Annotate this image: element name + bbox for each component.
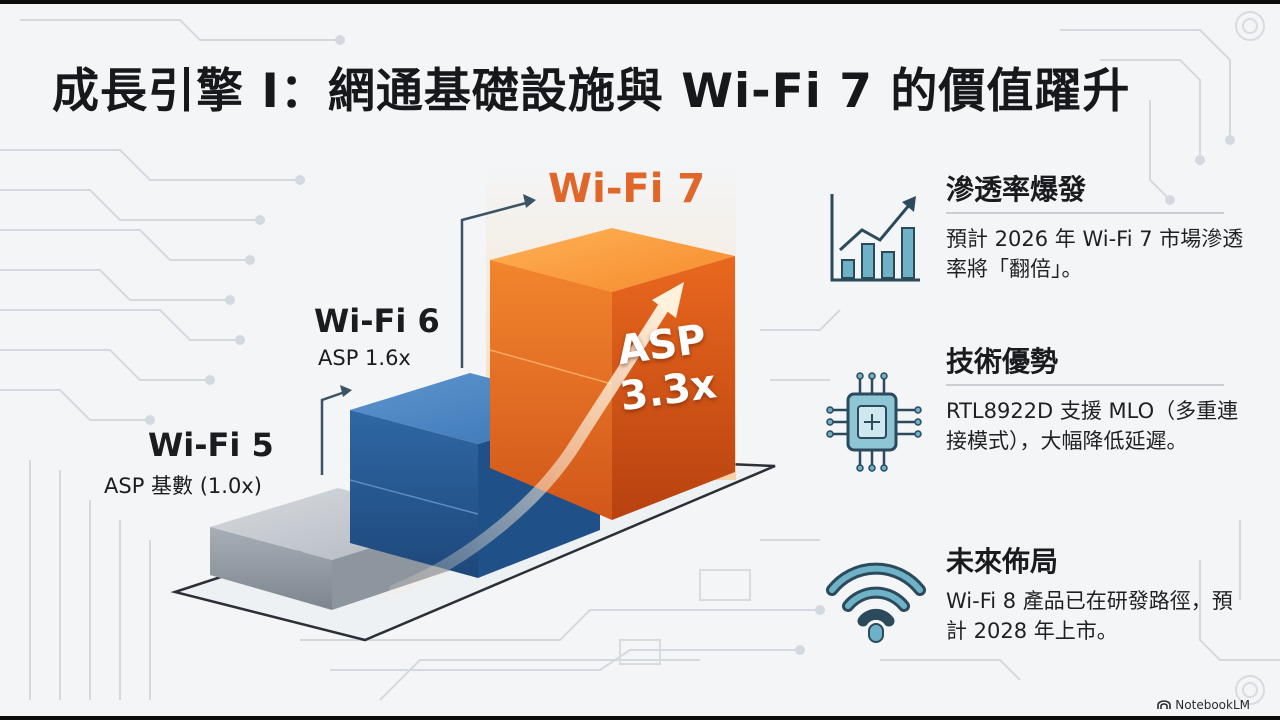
- tier-wifi7-asp: ASP 3.3x: [594, 313, 736, 422]
- panel-heading: 未來佈局: [946, 545, 1059, 578]
- tier-wifi6-name: Wi-Fi 6: [314, 302, 440, 340]
- panel-heading: 滲透率爆發: [946, 173, 1087, 206]
- chart-growth-icon: [830, 194, 920, 282]
- notebooklm-logo-icon: [1157, 700, 1172, 709]
- divider: [946, 384, 1224, 386]
- brand-watermark: NotebookLM: [1157, 698, 1250, 712]
- tier-wifi7-name: Wi-Fi 7: [548, 166, 706, 212]
- wifi-icon: [826, 562, 926, 643]
- panel-body: 預計 2026 年 Wi-Fi 7 市場滲透率將「翻倍」。: [946, 227, 1244, 281]
- brand-name: NotebookLM: [1175, 698, 1250, 712]
- tier-wifi5-name: Wi-Fi 5: [148, 426, 274, 464]
- chip-icon: [826, 372, 922, 472]
- top-border: [0, 0, 1280, 4]
- page-title: 成長引擎 I：網通基礎設施與 Wi-Fi 7 的價值躍升: [52, 64, 1131, 119]
- panel-body: Wi-Fi 8 產品已在研發路徑，預計 2028 年上市。: [946, 589, 1233, 643]
- divider: [946, 212, 1224, 214]
- panel-body: RTL8922D 支援 MLO（多重連接模式），大幅降低延遲。: [946, 399, 1239, 453]
- bottom-border: [0, 716, 1280, 720]
- block-wifi7: [489, 228, 735, 520]
- tier-wifi5-asp: ASP 基數 (1.0x): [104, 474, 262, 498]
- tier-wifi6-asp: ASP 1.6x: [318, 346, 411, 370]
- panel-heading: 技術優勢: [946, 345, 1059, 378]
